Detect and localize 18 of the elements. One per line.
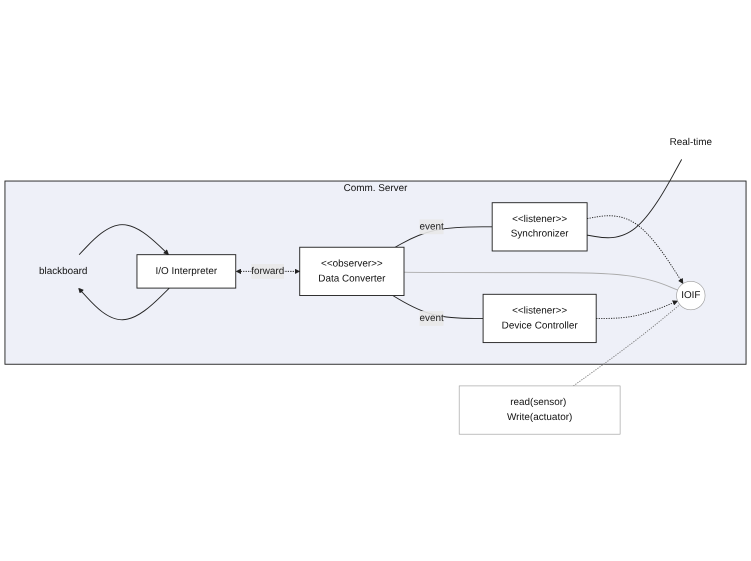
connector: [404, 272, 678, 291]
edge-label: event: [419, 313, 444, 324]
node-box: <<observer>> Data Converter: [299, 247, 404, 296]
node-text: Real-time: [670, 138, 712, 148]
node-box: read(sensor) Write(actuator): [458, 386, 620, 435]
arrow: [596, 300, 678, 320]
arrow: [78, 224, 169, 256]
connector: [586, 159, 682, 239]
arrow: [78, 288, 170, 321]
node-text: blackboard: [38, 266, 88, 277]
arrow: [586, 216, 684, 284]
node-box: <<listener>> Synchronizer: [492, 202, 588, 252]
connector: [572, 304, 680, 387]
node-box: <<listener>> Device Controller: [482, 294, 597, 344]
edge-label: event: [419, 222, 444, 232]
node-circle: IOIF: [676, 281, 706, 311]
edge-label: forward: [251, 266, 284, 277]
node-box: I/O Interpreter: [136, 254, 236, 289]
